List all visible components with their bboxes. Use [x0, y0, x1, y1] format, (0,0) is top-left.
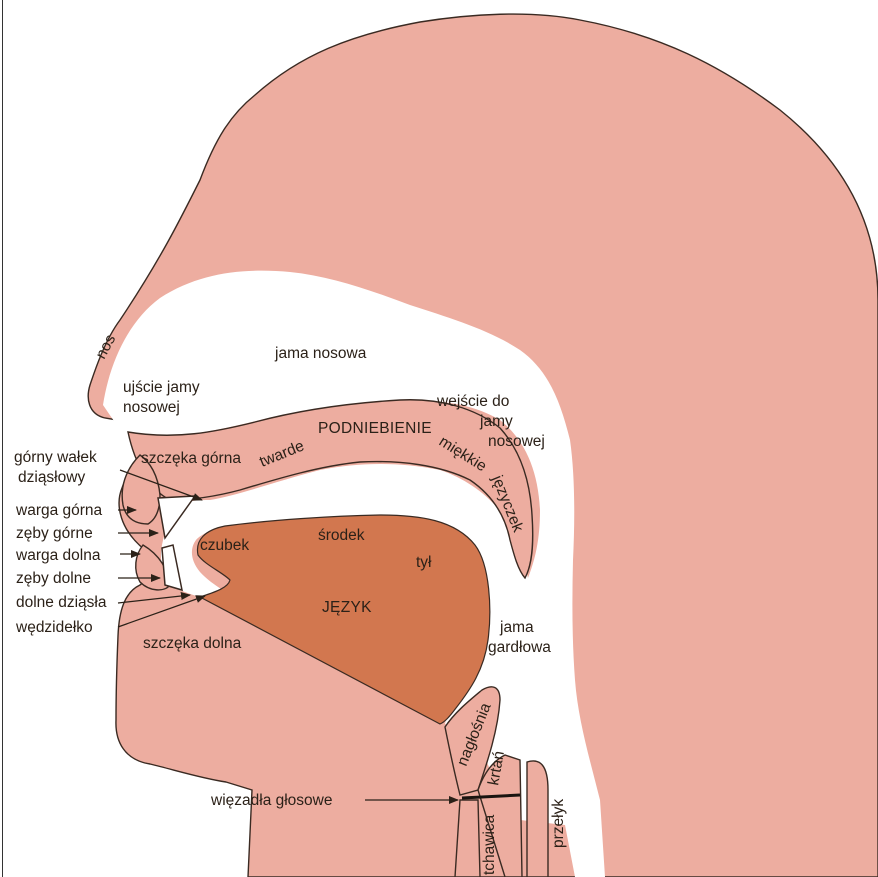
label-zeby-dolne: zęby dolne	[16, 570, 91, 587]
label-wejscie-3: nosowej	[488, 433, 545, 450]
label-szczeka-dolna: szczęka dolna	[143, 635, 242, 652]
label-wejscie-1: wejście do	[436, 393, 509, 410]
label-zeby-gorne: zęby górne	[16, 525, 93, 542]
label-ujscie-1: ujście jamy	[123, 379, 200, 396]
trachea-front-wall	[455, 800, 480, 877]
oesophagus-tube	[527, 761, 548, 877]
label-wedzidelko: wędzidełko	[15, 619, 93, 636]
label-jama-gardlowa-1: jama	[499, 619, 534, 636]
label-ujscie-2: nosowej	[123, 399, 180, 416]
label-dolne-dziasla: dolne dziąsła	[16, 594, 107, 611]
label-jama-nosowa: jama nosowa	[274, 345, 367, 362]
label-jama-gardlowa-2: gardłowa	[488, 639, 551, 656]
label-tyl: tył	[416, 554, 432, 571]
label-przelyk: przełyk	[550, 799, 567, 848]
label-tchawica: tchawica	[481, 814, 498, 875]
label-jezyk: JĘZYK	[322, 599, 372, 616]
label-szczeka-gorna: szczęka górna	[141, 450, 241, 467]
label-wiezadla: więzadła głosowe	[210, 792, 333, 809]
label-gorny-walek-2: dziąsłowy	[18, 469, 85, 486]
label-warga-gorna: warga górna	[15, 502, 103, 519]
label-warga-dolna: warga dolna	[15, 547, 101, 564]
label-podniebienie: PODNIEBIENIE	[318, 420, 432, 437]
label-czubek: czubek	[200, 537, 249, 554]
label-gorny-walek-1: górny wałek	[14, 449, 97, 466]
label-wejscie-2: jamy	[479, 413, 513, 430]
label-srodek: środek	[318, 527, 365, 544]
